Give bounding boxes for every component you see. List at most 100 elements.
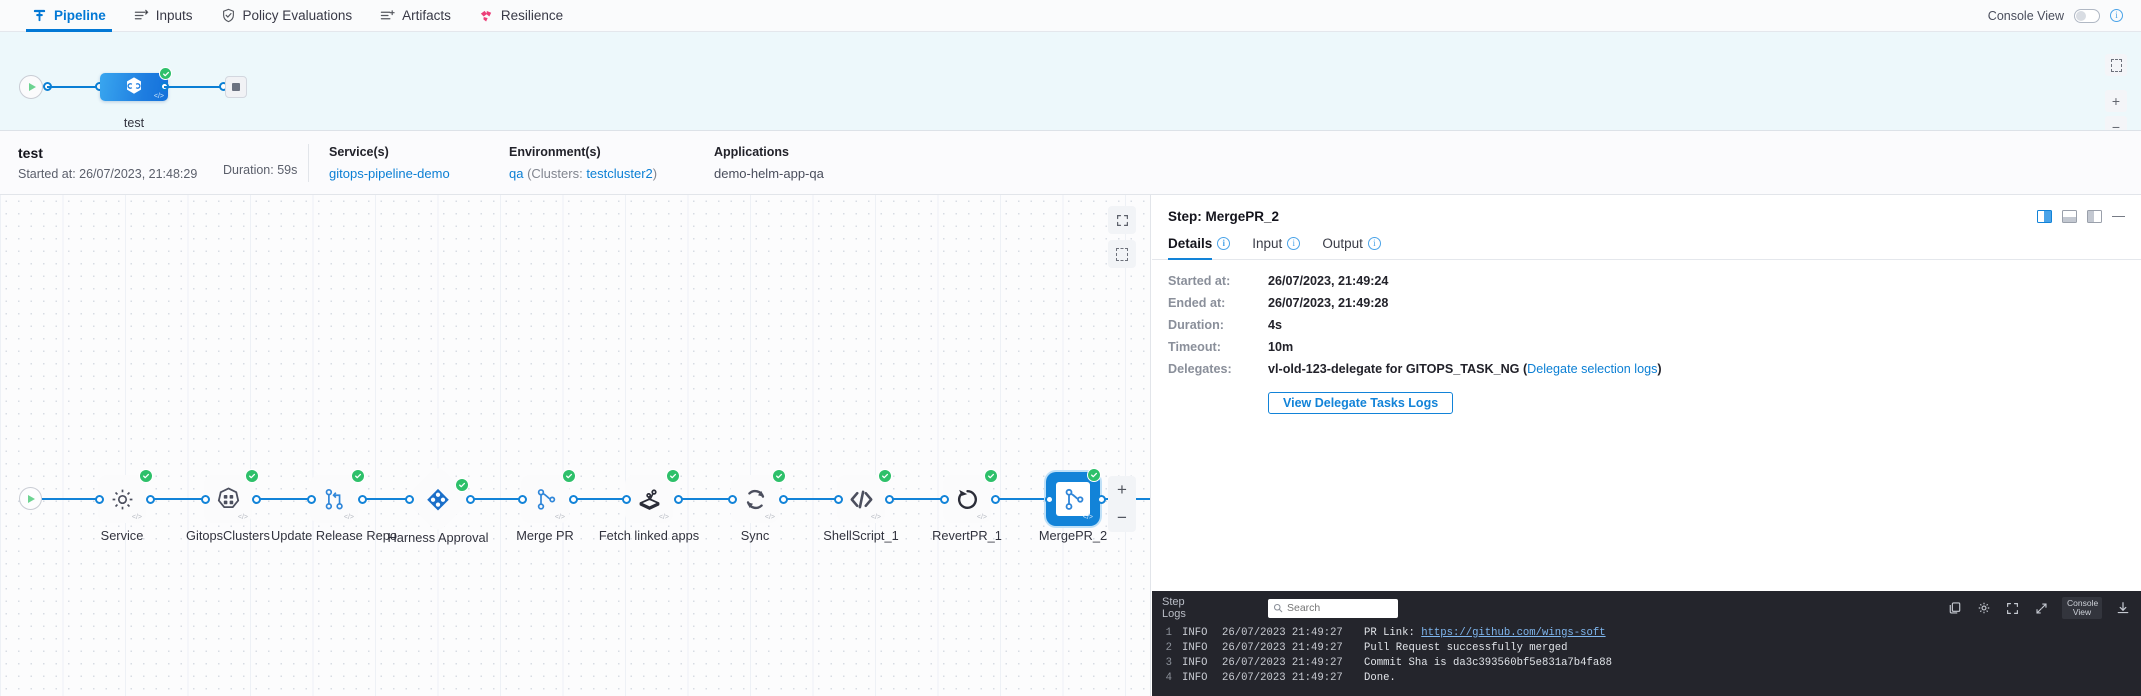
nav-tab-resilience[interactable]: Resilience [465,0,577,32]
graph-port [834,494,843,504]
step-node-revertpr-1[interactable]: </> [943,475,991,523]
services-label: Service(s) [329,144,389,159]
gitops-clusters-icon [215,486,242,513]
cluster-link[interactable]: testcluster2 [586,165,653,181]
step-node-fetch-linked-apps[interactable]: </> [625,475,673,523]
info-icon[interactable]: i [1367,237,1381,250]
graph-start-node[interactable] [19,487,42,510]
zoom-out-icon[interactable]: − [2105,116,2127,130]
step-status-success-icon [984,469,998,483]
split-left-view-icon[interactable] [2087,210,2102,223]
log-line-number: 4 [1165,671,1172,684]
field-ended-at: Ended at: 26/07/2023, 21:49:28 [1168,296,2125,310]
logs-search-box[interactable] [1268,598,1398,618]
field-key: Ended at: [1168,296,1226,310]
execution-duration: Duration: 59s [223,162,298,177]
info-icon[interactable]: i [1217,237,1231,250]
select-area-icon[interactable] [1108,240,1136,268]
log-level: INFO [1182,656,1208,669]
view-delegate-tasks-logs-button[interactable]: View Delegate Tasks Logs [1268,392,1454,414]
graph-port [307,494,316,504]
graph-connector [150,498,206,501]
step-graph-canvas[interactable]: </> Service </> GitopsClusters </> Updat… [0,195,1151,696]
log-link[interactable]: https://github.com/wings-soft [1421,626,1606,639]
step-node-gitopsclusters[interactable]: </> [204,475,252,523]
select-area-icon[interactable] [2105,54,2127,76]
fullscreen-icon[interactable] [2004,600,2021,617]
nav-tab-artifacts[interactable]: Artifacts [366,0,465,32]
inputs-icon [134,8,149,23]
gear-icon[interactable] [1975,600,1992,617]
logs-search-input[interactable] [1287,602,1393,614]
download-icon[interactable] [2114,600,2131,617]
console-view-label: Console View [1987,8,2064,23]
expand-icon[interactable] [2033,600,2050,617]
tab-output[interactable]: Output i [1322,236,1381,259]
tab-input[interactable]: Input i [1252,236,1301,259]
field-delegates: Delegates: vl-old-123-delegate for GITOP… [1168,362,2125,376]
field-key: Delegates: [1168,362,1232,376]
log-message: Commit Sha is da3c393560bf5e831a7b4fa88 [1364,656,1612,669]
nav-tab-label: Policy Evaluations [242,8,353,23]
stage-node-test[interactable]: </> [100,73,168,101]
log-timestamp: 26/07/2023 21:49:27 [1222,671,1343,684]
step-node-merge-pr[interactable]: </> [521,475,569,523]
step-node-shellscript-1[interactable]: </> [837,475,885,523]
stage-graph-strip: </> test + − [0,32,2141,131]
step-status-success-icon [139,469,153,483]
stage-end-node[interactable] [225,76,247,98]
step-status-success-icon [666,469,680,483]
nav-tab-pipeline[interactable]: Pipeline [18,0,120,32]
bottom-view-icon[interactable] [2062,210,2077,223]
console-view-toggle[interactable] [2074,8,2100,23]
fullscreen-icon[interactable] [1108,206,1136,234]
zoom-in-button[interactable]: + [1117,480,1127,499]
nav-tab-label: Artifacts [402,8,451,23]
nav-tab-inputs[interactable]: Inputs [120,0,207,32]
graph-port [358,494,367,504]
resilience-icon [479,8,494,23]
tab-details[interactable]: Details i [1168,236,1231,260]
play-icon [28,83,36,91]
log-message: Done. [1364,671,1396,684]
log-line: 1 INFO 26/07/2023 21:49:27 PR Link: http… [1158,625,2135,640]
stage-start-node[interactable] [19,75,43,99]
step-label-sync: Sync [740,528,770,543]
divider [308,143,309,182]
merge-pr-icon [1060,486,1087,513]
step-node-service[interactable]: </> [98,475,146,523]
panel-view-controls [2037,210,2125,223]
delegate-selection-logs-link[interactable]: Delegate selection logs [1527,362,1658,376]
step-node-sync[interactable]: </> [731,475,779,523]
minimize-icon[interactable] [2112,215,2125,218]
split-right-view-icon[interactable] [2037,210,2052,223]
step-node-update-release-repo[interactable]: </> [310,475,358,523]
field-value: 10m [1268,340,1294,354]
gear-icon [109,486,136,513]
log-line: 2 INFO 26/07/2023 21:49:27 Pull Request … [1158,640,2135,655]
zoom-out-button[interactable]: − [1117,508,1127,527]
graph-port [569,494,578,504]
log-line: 4 INFO 26/07/2023 21:49:27 Done. [1158,670,2135,685]
graph-port [252,494,261,504]
step-label-merge-pr: Merge PR [516,528,574,543]
graph-tools [1108,206,1136,274]
service-link[interactable]: gitops-pipeline-demo [329,165,450,181]
step-label-update-release-repo: Update Release Repo [271,528,397,543]
field-key: Timeout: [1168,340,1221,354]
log-lines: 1 INFO 26/07/2023 21:49:27 PR Link: http… [1152,625,2141,685]
step-details-title: Step: MergePR_2 [1168,209,1280,224]
environment-link[interactable]: qa [509,165,524,181]
info-icon[interactable]: i [2110,9,2123,22]
step-node-mergepr-2[interactable]: </> [1049,475,1097,523]
logs-console-view-button[interactable]: Console View [2062,597,2102,619]
graph-connector [889,498,941,501]
execution-summary-header: test Started at: 26/07/2023, 21:48:29 Du… [0,131,2141,195]
field-value: 26/07/2023, 21:49:28 [1268,296,1389,310]
step-node-harness-approval[interactable] [404,465,472,533]
zoom-in-icon[interactable]: + [2105,90,2127,112]
merge-pr-icon [532,486,559,513]
copy-icon[interactable] [1946,600,1963,617]
info-icon[interactable]: i [1287,237,1301,250]
nav-tab-policy-evaluations[interactable]: Policy Evaluations [207,0,367,32]
